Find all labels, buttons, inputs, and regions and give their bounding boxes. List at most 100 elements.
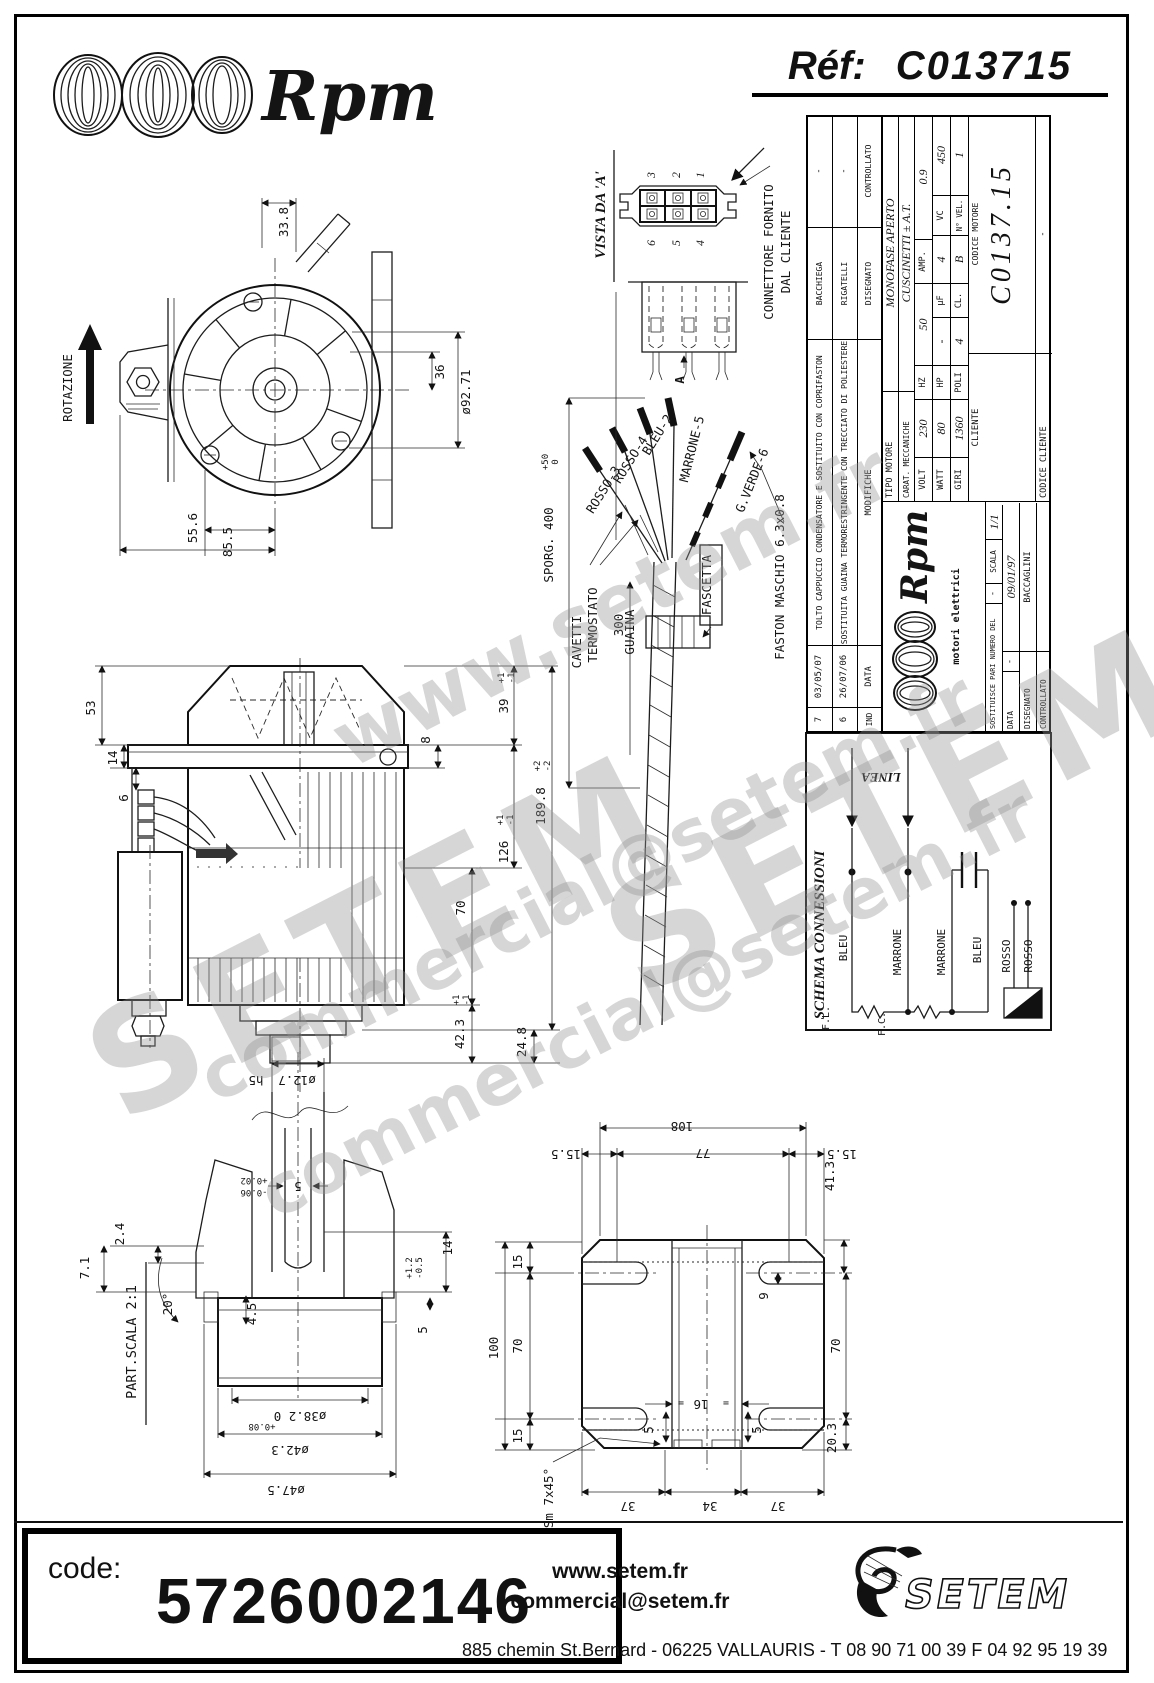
schema-bleu-a: BLEU — [837, 935, 850, 962]
rev-h-ind: IND — [858, 707, 882, 731]
detail-d14: 14 — [440, 1240, 455, 1255]
flange-eq2: = — [723, 1397, 729, 1408]
fascetta-label: FASCETTA — [699, 554, 714, 615]
wires — [582, 397, 746, 564]
mounting-bracket — [119, 344, 169, 421]
linea-label: LINEA — [861, 770, 902, 785]
rev-date: 26/07/06 — [833, 645, 858, 707]
rpm-logo: Rpm — [53, 52, 438, 138]
spec-tipo-label: TIPO MOTORE — [883, 391, 899, 501]
detail-d7-1: 7.1 — [77, 1257, 92, 1280]
spec-cl-value: B — [951, 235, 969, 283]
dim-sporg-tp: +50 — [541, 454, 551, 470]
dim-126: 126 — [496, 841, 511, 864]
rpm-mini-logo: Rpm — [892, 510, 938, 712]
ref-label: Réf: — [787, 44, 866, 88]
footer-email: commercial@setem.fr — [510, 1590, 730, 1613]
spec-volt-label: VOLT — [915, 457, 933, 501]
detail-key-tm: -0.06 — [240, 1187, 267, 1197]
dim-sporg-tm: 0 — [551, 459, 561, 464]
flange-d100: 100 — [486, 1337, 501, 1360]
cable-stub — [295, 213, 351, 273]
spec-carat-value: CUSCINETTI ± A.T. — [899, 115, 915, 391]
table-header-row: IND DATA MODIFICHE DISEGNATO CONTROLLATO — [858, 115, 882, 731]
schema-connessioni: SCHEMA CONNESSIONI LINEA BLEU MARRONE MA… — [805, 732, 1052, 1036]
info-controllato-label: CONTROLLATO — [1037, 651, 1051, 731]
table-row: 7 03/05/07 TOLTO CAPPUCCIO CONDENSATORE … — [808, 115, 833, 731]
detail-h5: h5 — [248, 1073, 263, 1088]
spec-cliente-cell: CLIENTE — [969, 353, 1036, 501]
table-row: 6 26/07/06 SOSTITUITA GUAINA TERMORESTRI… — [833, 115, 858, 731]
dim-24-8: 24.8 — [514, 1027, 529, 1057]
dim-126-tm: -1 — [506, 815, 516, 826]
capacitor-box — [117, 845, 183, 1048]
spec-vc-value: 450 — [933, 115, 951, 195]
info-data-label: DATA — [1003, 671, 1020, 731]
info-disegnato-label: DISEGNATO — [1020, 651, 1037, 731]
info-data-dash: - — [1003, 651, 1020, 671]
front-view: ROTAZIONE 33.8 36 ø92.71 55.6 85.5 — [60, 198, 473, 557]
spec-codmot-label: CODICE MOTORE — [971, 202, 980, 266]
revision-table: 7 03/05/07 TOLTO CAPPUCCIO CONDENSATORE … — [808, 115, 883, 731]
detail-d12-7: ø12.7 — [278, 1073, 316, 1088]
rpm-mini-sub: motori elettrici — [951, 568, 962, 665]
sheet-border — [14, 14, 1129, 1673]
detail-d2-4: 2.4 — [112, 1223, 127, 1246]
ref-value: C013715 — [895, 44, 1073, 88]
setem-logo-text: SETEM — [901, 1571, 1075, 1618]
detail-d38-tp: +0.08 — [248, 1421, 275, 1431]
info-block: SOSTITUISCE PARI NUMERO DEL - SCALA 1/1 … — [985, 501, 1051, 731]
rev-con: - — [808, 115, 833, 227]
shaft-end — [239, 1004, 363, 1064]
dim-55-6: 55.6 — [185, 513, 200, 543]
dim-42-tm: -1 — [462, 995, 472, 1006]
rev-con: - — [833, 115, 858, 227]
spec-table: TIPO MOTORE MONOFASE APERTO CARAT. MECCA… — [882, 115, 1052, 501]
spec-vc-label: VC — [933, 195, 951, 235]
info-scala-value: 1/1 — [986, 505, 1003, 539]
pin-1: 1 — [695, 172, 707, 178]
flange-eq1: = — [678, 1397, 684, 1408]
spec-codcli-value: - — [1038, 231, 1049, 237]
vista-label: VISTA DA 'A' — [593, 171, 609, 259]
info-disegnato-value: BACCAGLINI — [1020, 503, 1037, 651]
a-marker: A — [672, 376, 687, 384]
rev-ind: 7 — [808, 707, 833, 731]
dim-85-5: 85.5 — [220, 527, 235, 557]
setem-logo: SETEM — [855, 1546, 1075, 1619]
spec-amp-value: 0.9 — [915, 115, 933, 239]
flange-d15a: 15 — [510, 1254, 525, 1269]
flange-d34: 34 — [702, 1499, 717, 1514]
schema-rosso-a: ROSSO — [1000, 939, 1013, 972]
detail-tm: -0.5 — [415, 1257, 425, 1279]
guaina-label: GUAINA — [622, 609, 637, 655]
spec-nvel-label: N° VEL. — [951, 195, 969, 235]
dim-92-71: ø92.71 — [458, 369, 473, 414]
flange-d70b: 70 — [828, 1338, 843, 1353]
footer-site: www.setem.fr — [552, 1560, 688, 1583]
dim-8: 8 — [418, 736, 433, 744]
spec-watt-label: WATT — [933, 457, 951, 501]
spec-codmot-value: C0137.15 — [986, 163, 1017, 305]
flange-d77: 77 — [695, 1146, 710, 1161]
rotazione-arrow — [78, 324, 102, 424]
rev-mod: TOLTO CAPPUCCIO CONDENSATORE E SOSTITUIT… — [808, 339, 833, 645]
flange-d37a: 37 — [620, 1499, 635, 1514]
clamp — [645, 615, 711, 649]
dim-42-tp: +1 — [452, 995, 462, 1006]
spec-amp-label: AMP. — [915, 239, 933, 283]
flange-d15b: 15 — [510, 1428, 525, 1443]
pin-3: 3 — [646, 172, 658, 179]
spec-cl-label: CL. — [951, 283, 969, 317]
fornito-label-2: DAL CLIENTE — [778, 211, 793, 294]
flange-view: 108 15.5 77 15.5 15 70 15 100 41.3 — [486, 1119, 857, 1528]
rpm-logo-text: Rpm — [260, 57, 438, 137]
flange-d15-5a: 15.5 — [551, 1147, 581, 1162]
spec-hz-label: HZ — [915, 365, 933, 399]
fan-slot-ribs — [184, 299, 362, 481]
dim-6: 6 — [116, 794, 131, 802]
detail-a20: 20° — [160, 1293, 175, 1316]
dim-189-tp: +2 — [533, 761, 543, 772]
